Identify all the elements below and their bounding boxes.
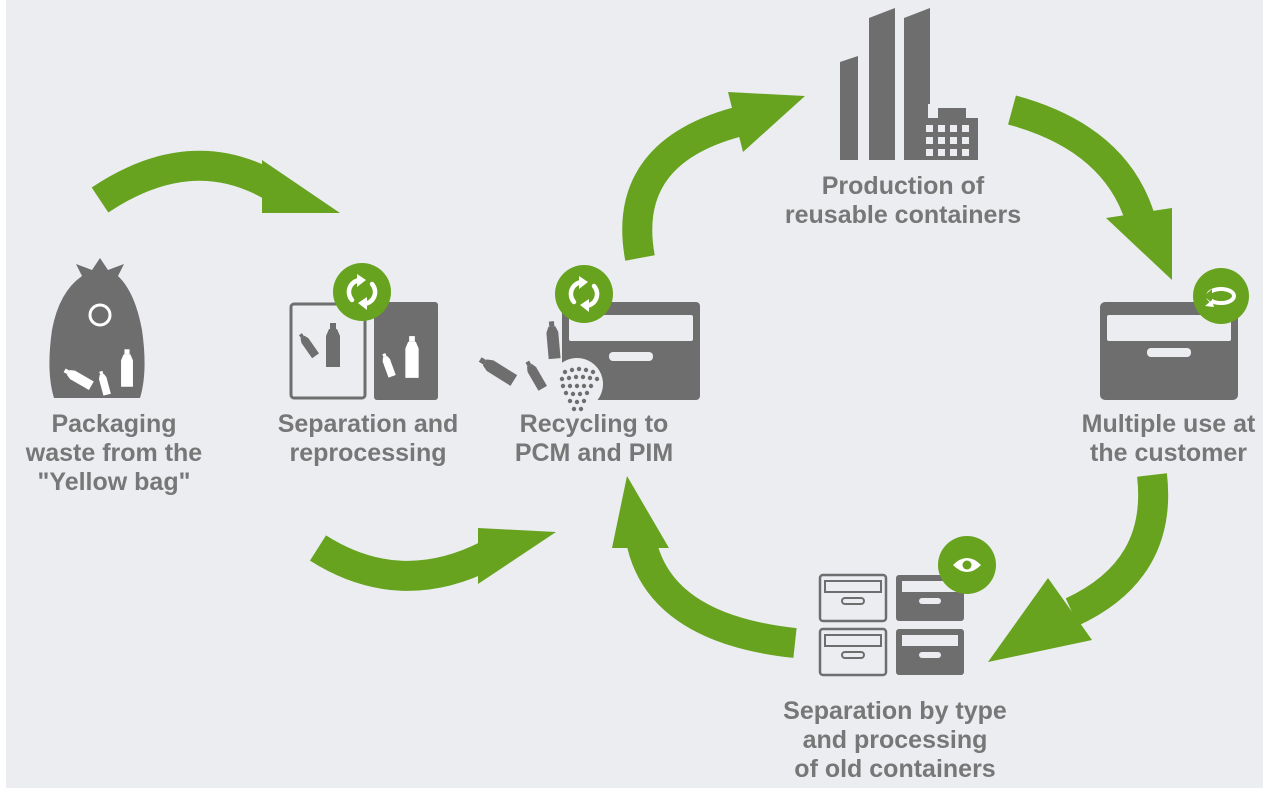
container-filled-top (896, 575, 964, 621)
arrow-recycling-to-production (622, 92, 805, 261)
container-filled-bottom (896, 629, 964, 675)
sorted-containers-icon (818, 573, 964, 677)
eye-badge-separation-type (938, 536, 996, 594)
sorted-bottles-icon (289, 302, 438, 400)
recycle-badge-recycling (555, 265, 613, 323)
label-separation-type: Separation by type and processing of old… (783, 697, 1007, 783)
recycle-badge-separation (333, 263, 391, 321)
eye-icon (953, 558, 981, 572)
rotate-badge-use (1193, 268, 1249, 324)
label-production: Production of reusable containers (784, 172, 1022, 229)
recycling-container-icon (476, 302, 700, 412)
arrow-bag-to-separation (91, 150, 340, 213)
arrow-production-to-use (1007, 95, 1172, 280)
label-multiple-use: Multiple use at the customer (1081, 410, 1256, 467)
factory-icon (840, 8, 978, 160)
garbage-bag-icon (49, 258, 145, 398)
container-outline-top (818, 573, 888, 623)
rotate-icon (1204, 287, 1236, 307)
arrow-separation-to-recycling-return (612, 476, 797, 658)
label-recycling: Recycling to PCM and PIM (514, 410, 674, 467)
flow-arrows (91, 92, 1172, 662)
container-outline-bottom (818, 627, 888, 677)
label-yellow-bag: Packaging waste from the "Yellow bag" (25, 410, 203, 496)
label-separation-reprocessing: Separation and reprocessing (277, 410, 459, 467)
arrow-use-to-separation (988, 473, 1169, 662)
arrow-separation-to-recycling (309, 528, 556, 591)
container-icon (1100, 302, 1238, 400)
